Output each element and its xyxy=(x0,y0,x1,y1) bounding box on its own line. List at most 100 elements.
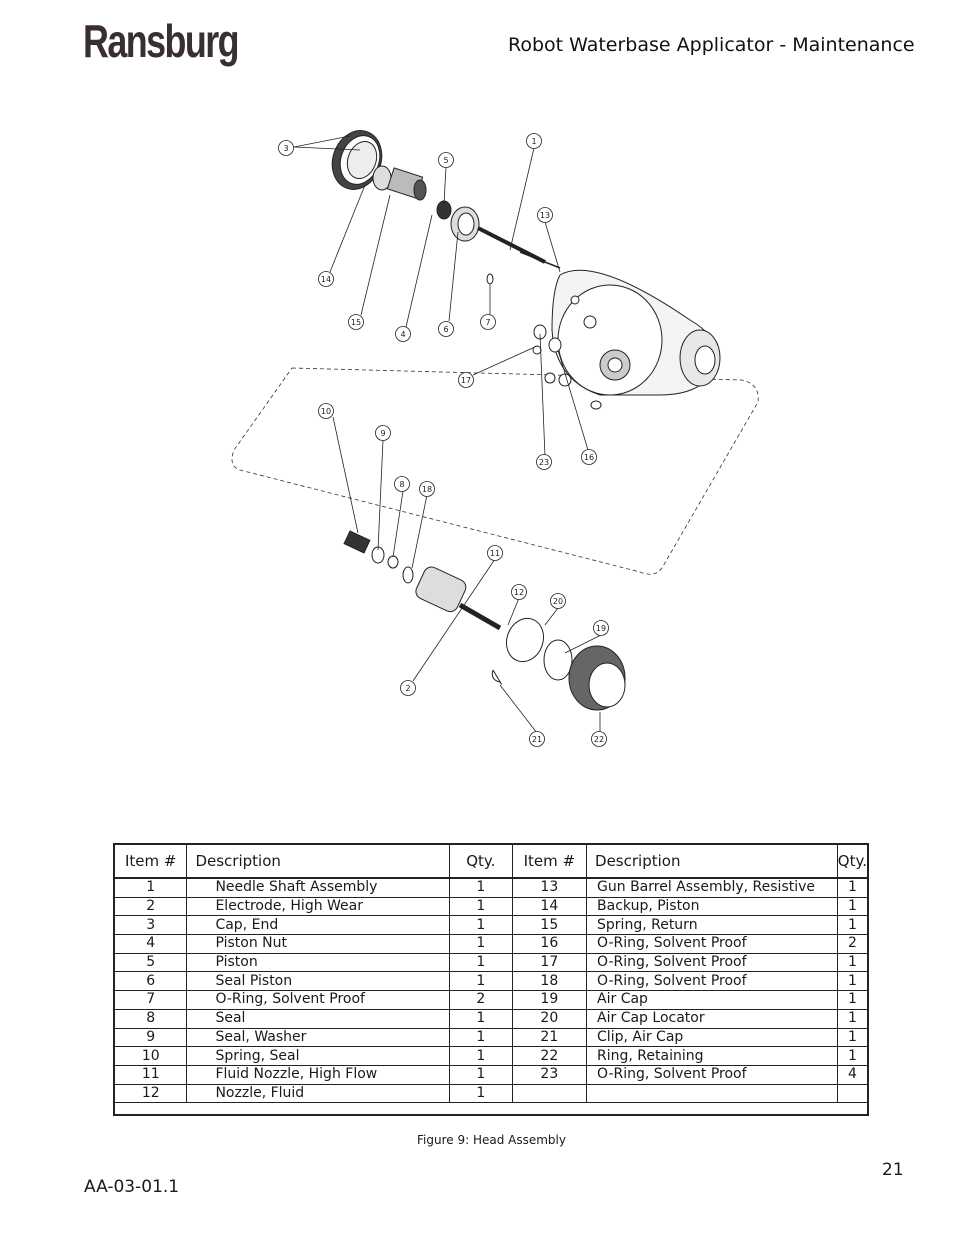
qty-cell: 1 xyxy=(449,1028,513,1048)
item-cell: 16 xyxy=(512,934,588,954)
description-cell: Air Cap Locator xyxy=(586,1009,838,1029)
leader-lines xyxy=(293,135,602,734)
qty-cell: 1 xyxy=(837,1009,867,1029)
qty-cell: 1 xyxy=(837,897,867,917)
col-header-item: Item # xyxy=(115,845,188,879)
callout-label: 21 xyxy=(532,735,542,744)
item-cell: 18 xyxy=(512,971,588,992)
qty-cell xyxy=(837,1084,867,1104)
callout-circle xyxy=(348,314,364,330)
callout-circle xyxy=(438,152,454,168)
description-cell: O-Ring, Solvent Proof xyxy=(586,1065,838,1085)
end-cap-part xyxy=(331,130,383,190)
item-cell: 11 xyxy=(115,1065,188,1085)
callout-circle xyxy=(536,454,552,470)
description-cell: Spring, Seal xyxy=(186,1046,451,1066)
callout-circle xyxy=(419,481,435,497)
callout-label: 9 xyxy=(380,429,385,438)
dashed-enclosure xyxy=(231,367,759,575)
callout-label: 4 xyxy=(400,330,405,339)
description-cell xyxy=(586,1084,838,1104)
nozzle-assembly-part xyxy=(343,530,626,711)
callout-circle xyxy=(395,326,411,342)
item-cell: 20 xyxy=(512,1009,588,1029)
qty-cell: 1 xyxy=(449,934,513,954)
qty-cell: 1 xyxy=(837,915,867,936)
qty-cell: 1 xyxy=(837,878,867,898)
qty-cell: 1 xyxy=(449,1009,513,1029)
qty-cell: 1 xyxy=(837,1046,867,1066)
callout-circle xyxy=(438,321,454,337)
item-cell: 6 xyxy=(115,971,188,992)
qty-cell: 1 xyxy=(837,971,867,992)
qty-cell: 1 xyxy=(449,1084,513,1104)
description-cell: O-Ring, Solvent Proof xyxy=(586,953,838,973)
qty-cell: 2 xyxy=(449,990,513,1010)
callout-label: 18 xyxy=(422,485,432,494)
callout-circle xyxy=(593,620,609,636)
description-cell: Clip, Air Cap xyxy=(586,1028,838,1048)
col-header-item-2: Item # xyxy=(512,845,588,879)
description-cell: Backup, Piston xyxy=(586,897,838,917)
callout-circle xyxy=(529,731,545,747)
item-cell: 1 xyxy=(115,878,188,898)
callout-circle xyxy=(458,372,474,388)
item-cell: 4 xyxy=(115,934,188,954)
description-cell: Nozzle, Fluid xyxy=(186,1084,451,1104)
callout-label: 3 xyxy=(283,144,288,153)
item-cell: 21 xyxy=(512,1028,588,1048)
description-cell: Fluid Nozzle, High Flow xyxy=(186,1065,451,1085)
item-cell: 15 xyxy=(512,915,588,936)
item-cell: 8 xyxy=(115,1009,188,1029)
item-cell: 12 xyxy=(115,1084,188,1104)
callout-label: 12 xyxy=(514,588,524,597)
description-cell: Ring, Retaining xyxy=(586,1046,838,1066)
description-cell: Needle Shaft Assembly xyxy=(186,878,451,898)
description-cell: O-Ring, Solvent Proof xyxy=(586,934,838,954)
col-header-description: Description xyxy=(186,845,451,879)
callout-label: 8 xyxy=(399,480,404,489)
callout-label: 1 xyxy=(531,137,536,146)
qty-cell: 1 xyxy=(449,1046,513,1066)
item-cell: 2 xyxy=(115,897,188,917)
brand-logo: Ransburg xyxy=(83,15,240,67)
item-cell: 3 xyxy=(115,915,188,936)
description-cell: Electrode, High Wear xyxy=(186,897,451,917)
qty-cell: 1 xyxy=(449,878,513,898)
callout-label: 23 xyxy=(539,458,549,467)
qty-cell: 4 xyxy=(837,1065,867,1085)
description-cell: O-Ring, Solvent Proof xyxy=(586,971,838,992)
callout-label: 13 xyxy=(540,211,550,220)
callout-circle xyxy=(591,731,607,747)
callout-label: 19 xyxy=(596,624,606,633)
description-cell: Seal Piston xyxy=(186,971,451,992)
qty-cell: 1 xyxy=(449,953,513,973)
description-cell: Spring, Return xyxy=(586,915,838,936)
item-cell: 23 xyxy=(512,1065,588,1085)
callout-circle xyxy=(581,449,597,465)
qty-cell: 2 xyxy=(837,934,867,954)
callout-circle xyxy=(511,584,527,600)
item-cell: 7 xyxy=(115,990,188,1010)
parts-list-table: Item # Description Qty. Item # Descripti… xyxy=(113,843,869,1116)
callout-label: 6 xyxy=(443,325,448,334)
description-cell: O-Ring, Solvent Proof xyxy=(186,990,451,1010)
item-cell: 9 xyxy=(115,1028,188,1048)
callout-circle xyxy=(480,314,496,330)
item-cell: 5 xyxy=(115,953,188,973)
callout-label: 15 xyxy=(351,318,361,327)
callout-circle xyxy=(318,271,334,287)
piston-assembly-part xyxy=(372,165,561,285)
page-title: Robot Waterbase Applicator - Maintenance xyxy=(508,34,915,56)
page-number: 21 xyxy=(882,1160,904,1180)
